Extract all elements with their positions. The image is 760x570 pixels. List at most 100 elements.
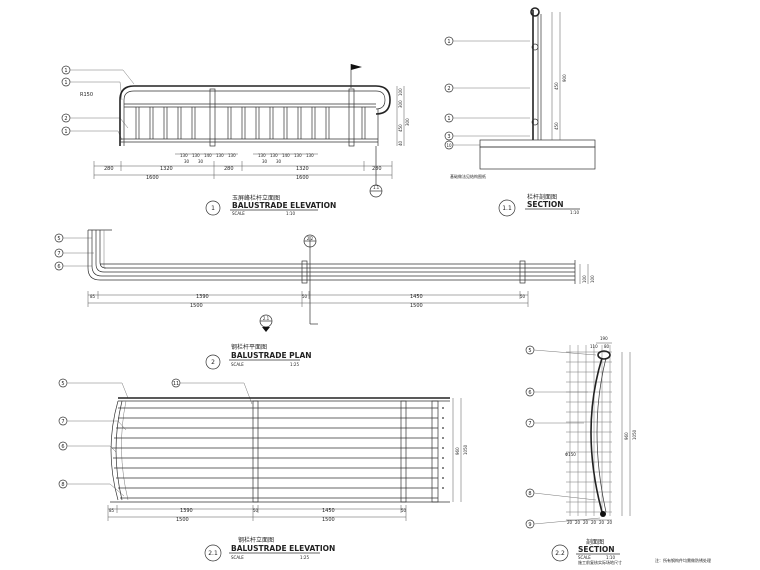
drawing-2-1-balustrade-elevation: 5 11 7 6 8: [58, 378, 468, 562]
svg-text:450: 450: [554, 122, 559, 130]
svg-text:1320: 1320: [160, 166, 173, 172]
svg-text:11: 11: [173, 381, 179, 387]
svg-text:SCALE: SCALE: [231, 362, 244, 367]
svg-text:1500: 1500: [176, 517, 189, 523]
svg-text:1:10: 1:10: [286, 211, 295, 216]
balusters-right: [361, 107, 366, 139]
svg-text:30: 30: [184, 159, 190, 164]
svg-text:SCALE: SCALE: [231, 555, 244, 560]
svg-text:SECTION: SECTION: [527, 200, 564, 209]
svg-text:2: 2: [64, 116, 67, 122]
drawing-2-1-title: 2.1 钢栏杆立面图 BALUSTRADE ELEVATION SCALE 1:…: [204, 536, 335, 562]
svg-text:5: 5: [528, 348, 531, 354]
drawing-2-2-title: 2.2 剖面图 SECTION SCALE 1:10 施工前复核实际场地尺寸: [551, 538, 622, 565]
svg-text:6: 6: [57, 264, 60, 270]
balusters-left: [135, 107, 196, 139]
svg-text:施工前复核实际场地尺寸: 施工前复核实际场地尺寸: [578, 559, 622, 565]
svg-text:1500: 1500: [410, 303, 423, 309]
svg-text:85: 85: [109, 508, 115, 513]
svg-text:20: 20: [607, 520, 613, 525]
svg-text:1: 1: [447, 39, 450, 45]
svg-text:280: 280: [224, 166, 234, 172]
horizontal-bars: [112, 407, 438, 499]
svg-text:30: 30: [262, 159, 268, 164]
svg-text:100: 100: [590, 275, 595, 283]
svg-text:7: 7: [528, 421, 531, 427]
svg-text:7: 7: [57, 251, 60, 257]
svg-text:300: 300: [405, 118, 410, 126]
svg-text:10: 10: [446, 143, 452, 148]
svg-text:50: 50: [253, 508, 259, 513]
svg-text:Φ150: Φ150: [565, 452, 576, 457]
svg-text:1.1: 1.1: [502, 205, 512, 212]
svg-text:130: 130: [270, 153, 278, 158]
drawing-1-1-section: 1 2 1 3 10 基础做法见结构图纸 900 450 450 1.1 栏杆剖…: [444, 7, 596, 217]
svg-text:5: 5: [57, 236, 60, 242]
svg-text:130: 130: [258, 153, 266, 158]
section-grid: [566, 345, 612, 516]
svg-text:130: 130: [216, 153, 224, 158]
svg-text:40: 40: [398, 140, 403, 146]
section-marker-1-1: 1.1: [369, 184, 383, 198]
svg-text:1320: 1320: [296, 166, 309, 172]
svg-text:2: 2: [447, 86, 450, 92]
svg-text:1600: 1600: [296, 175, 309, 181]
svg-text:900: 900: [562, 74, 567, 82]
drawing-1-title: 1 玉屏峰栏杆立面图 BALUSTRADE ELEVATION SCALE 1:…: [205, 194, 336, 216]
svg-text:栏杆剖面图: 栏杆剖面图: [527, 193, 557, 201]
svg-text:2.2: 2.2: [307, 236, 314, 241]
svg-text:1500: 1500: [322, 517, 335, 523]
drawing-1-balustrade-elevation: 1 1 2 1 R150: [61, 64, 410, 216]
svg-text:3: 3: [447, 134, 450, 140]
svg-text:960: 960: [455, 447, 460, 455]
svg-text:130: 130: [306, 153, 314, 158]
svg-text:1:10: 1:10: [606, 555, 615, 560]
elevation-callouts: 5 11 7 6 8: [58, 378, 253, 497]
svg-text:2: 2: [211, 359, 215, 366]
plan-callouts: 5 7 6: [54, 233, 94, 271]
svg-text:85: 85: [90, 294, 96, 299]
svg-text:玉屏峰栏杆立面图: 玉屏峰栏杆立面图: [232, 194, 280, 202]
svg-text:190: 190: [600, 336, 608, 341]
svg-text:SECTION: SECTION: [578, 545, 615, 554]
section-2-2-callouts: 5 6 7 8 9: [525, 345, 601, 529]
svg-text:300: 300: [398, 100, 403, 108]
svg-text:20: 20: [591, 520, 597, 525]
svg-text:钢栏杆立面图: 钢栏杆立面图: [238, 536, 274, 544]
svg-text:6: 6: [528, 390, 531, 396]
svg-text:1600: 1600: [146, 175, 159, 181]
svg-text:20: 20: [567, 520, 573, 525]
drawing-2-balustrade-plan: 5 7 6 2.2: [54, 229, 595, 370]
svg-text:20: 20: [583, 520, 589, 525]
svg-text:5: 5: [61, 381, 64, 387]
svg-text:1: 1: [64, 68, 67, 74]
svg-text:1.1: 1.1: [373, 185, 380, 190]
section-callouts: 1 2 1 3 10: [444, 36, 530, 150]
svg-text:80: 80: [604, 344, 610, 349]
svg-text:50: 50: [401, 508, 407, 513]
svg-text:130: 130: [228, 153, 236, 158]
svg-text:1:25: 1:25: [300, 555, 309, 560]
callout-1a: 1: [61, 65, 135, 85]
svg-text:130: 130: [180, 153, 188, 158]
svg-text:100: 100: [582, 275, 587, 283]
svg-text:140: 140: [282, 153, 290, 158]
drawing-2-2-section: 5 6 7 8 9: [525, 336, 637, 565]
balusters-middle: [227, 107, 330, 139]
svg-text:280: 280: [104, 166, 114, 172]
svg-text:BALUSTRADE PLAN: BALUSTRADE PLAN: [231, 351, 312, 360]
svg-text:30: 30: [198, 159, 204, 164]
svg-text:1050: 1050: [463, 444, 468, 455]
svg-text:BALUSTRADE ELEVATION: BALUSTRADE ELEVATION: [231, 544, 335, 553]
svg-text:20: 20: [575, 520, 581, 525]
svg-text:8: 8: [528, 491, 531, 497]
svg-text:剖面图: 剖面图: [586, 538, 604, 546]
svg-text:1: 1: [64, 80, 67, 86]
svg-text:50: 50: [520, 294, 526, 299]
svg-text:100: 100: [398, 88, 403, 96]
svg-text:1390: 1390: [180, 508, 193, 514]
callout-1c: 1: [61, 126, 123, 141]
svg-text:1: 1: [64, 129, 67, 135]
section-marker-2-1-plan: 2.1: [259, 314, 273, 332]
